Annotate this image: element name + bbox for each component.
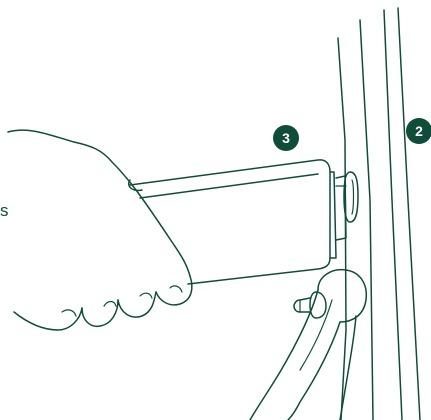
cut-off-label: s — [0, 201, 9, 220]
step-2-label: 2 — [415, 123, 423, 139]
hand-icon — [8, 130, 192, 330]
step-2-badge: 2 — [406, 118, 431, 144]
bracket-arm-icon — [250, 270, 366, 420]
step-3-badge: 3 — [273, 125, 299, 151]
step-3-label: 3 — [282, 130, 290, 146]
plug-in-device-icon — [130, 160, 346, 284]
